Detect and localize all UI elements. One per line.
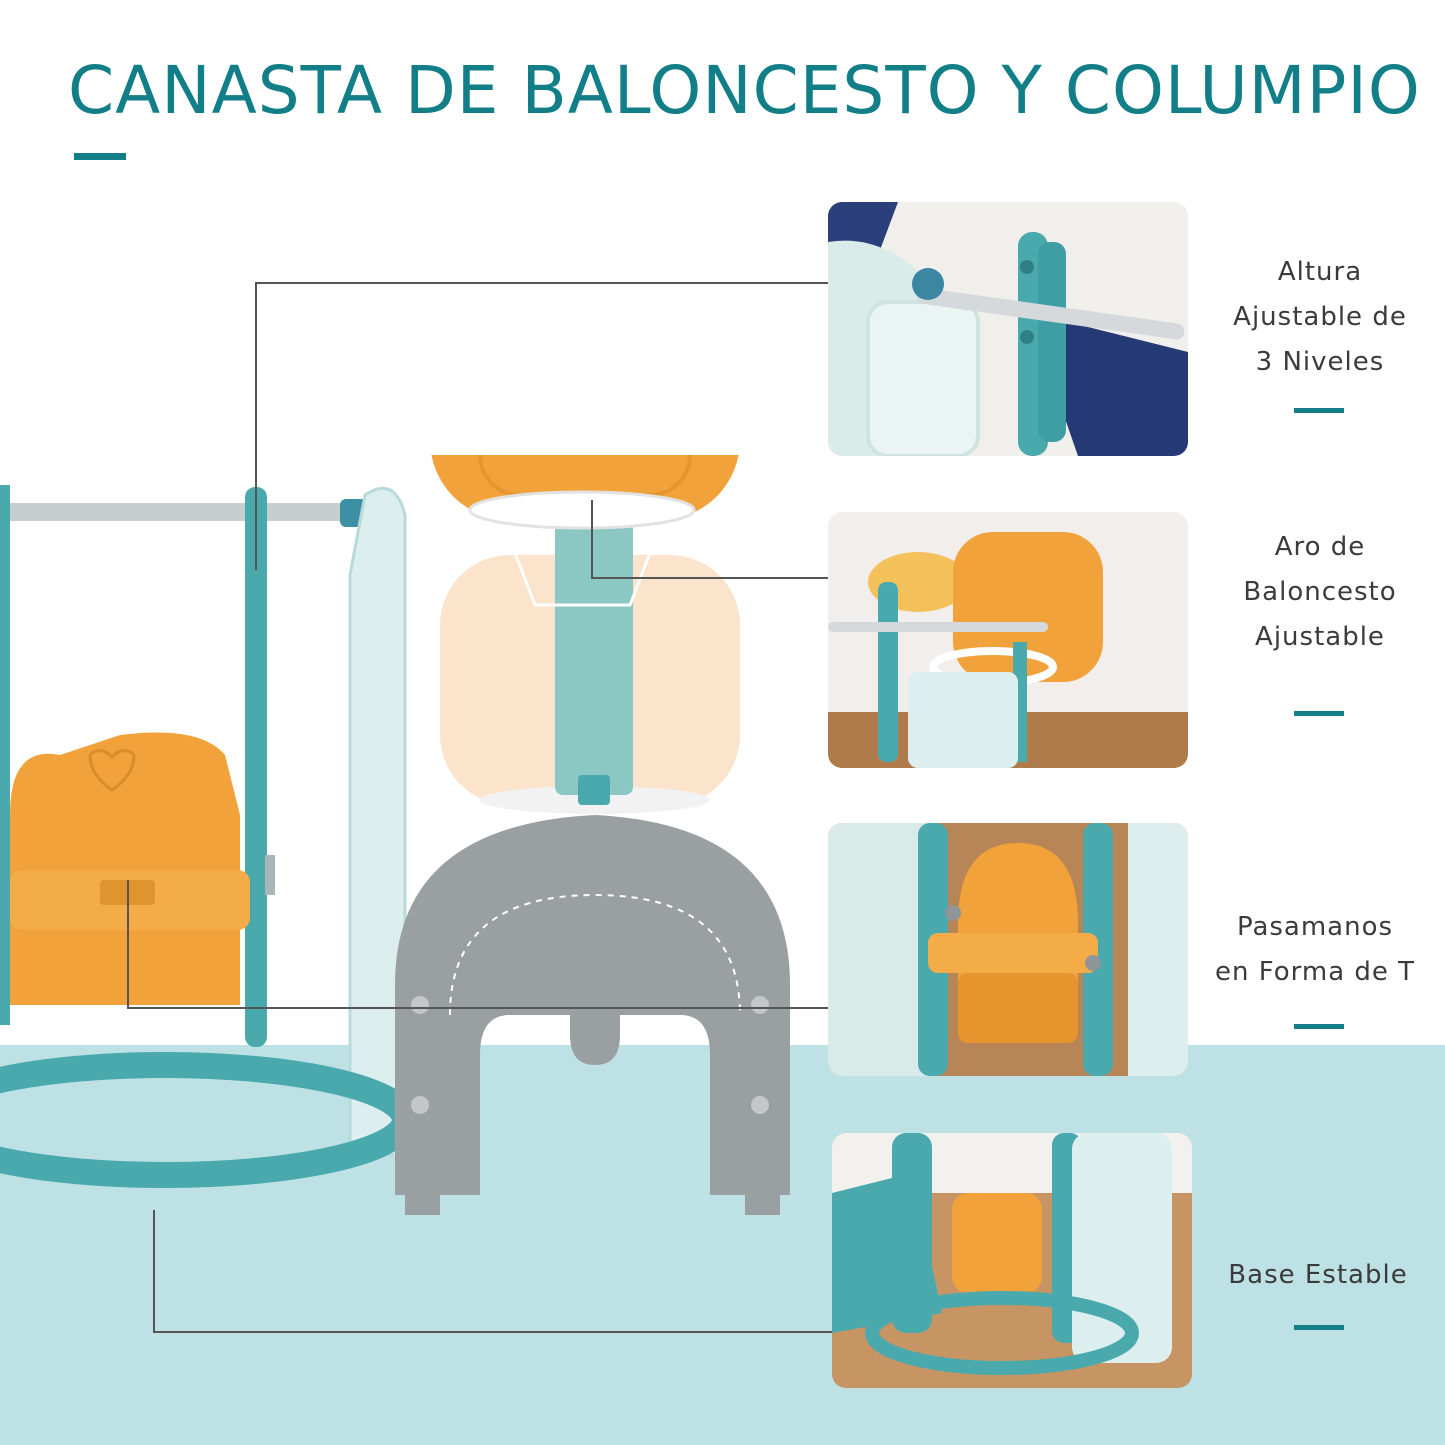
feature-basketball-hoop: Aro de Baloncesto Ajustable: [1243, 532, 1397, 652]
hoop-rim: [468, 490, 696, 530]
feature-stable-base: Base Estable: [1228, 1260, 1408, 1290]
stable-base-photo: [832, 1133, 1192, 1388]
adjustable-height-photo: [828, 202, 1188, 456]
basketball-hoop-photo: [828, 512, 1188, 768]
swing-seat: [10, 732, 240, 1005]
feature-underline: [1294, 711, 1344, 716]
t-handrail-photo: [828, 823, 1188, 1076]
title-underline: [74, 153, 126, 160]
swing-post: [245, 487, 267, 1047]
feature-underline: [1294, 1024, 1344, 1029]
page-title: CANASTA DE BALONCESTO Y COLUMPIO: [68, 52, 1421, 129]
feature-underline: [1294, 408, 1344, 413]
feature-adjustable-height: Altura Ajustable de 3 Niveles: [1233, 257, 1407, 377]
feature-underline: [1294, 1325, 1344, 1330]
swing-basketball-illustration: [0, 455, 790, 1215]
feature-t-handrail: Pasamanos en Forma de T: [1214, 912, 1416, 987]
hoop-pole: [555, 485, 633, 795]
hoop-base-arch: [395, 815, 790, 1195]
